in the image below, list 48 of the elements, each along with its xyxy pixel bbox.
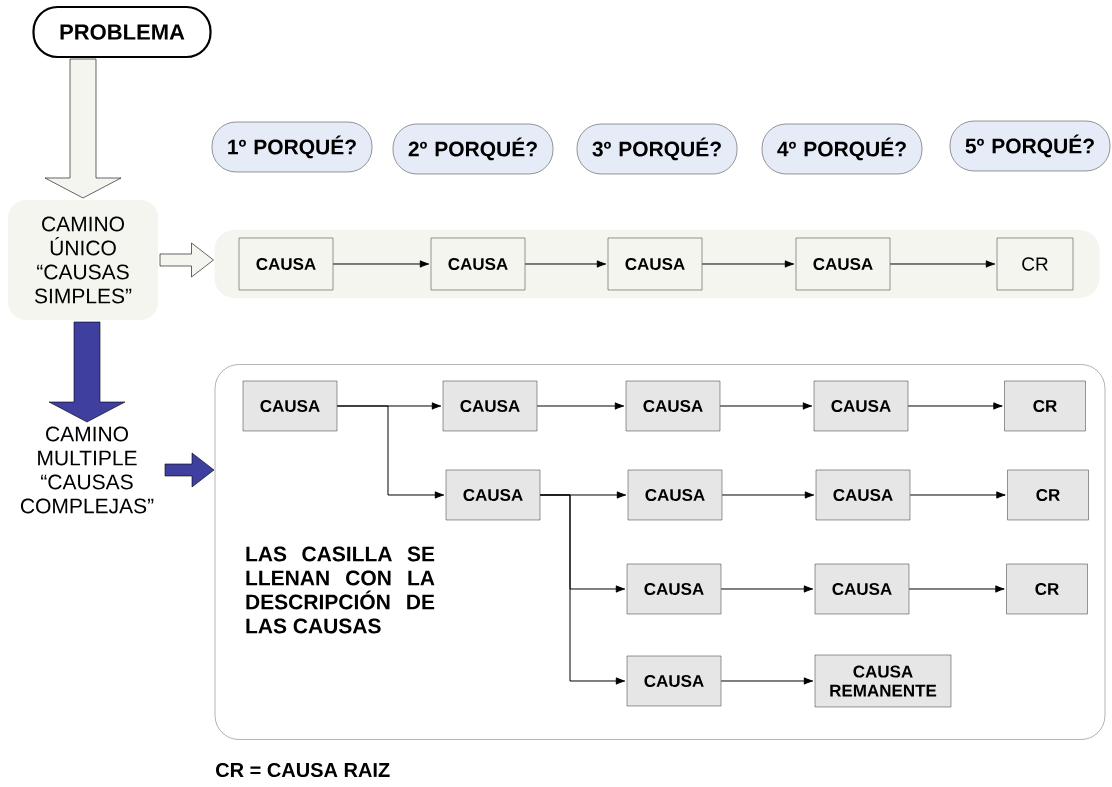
cause-box: CAUSA: [445, 469, 541, 521]
arrow: [336, 405, 445, 499]
question-pill: 5º PORQUÉ?: [949, 120, 1111, 172]
arrow: [332, 260, 430, 268]
note-text: LAS CASILLA SE LLENAN CON LA DESCRIPCIÓN DE LAS CAUSAS: [246, 546, 435, 634]
arrow: [524, 260, 607, 268]
label-box: CAMINO ÚNICO “CAUSAS SIMPLES”: [8, 200, 158, 320]
legend-note: CR = CAUSA RAIZ: [216, 762, 390, 778]
start-pill: PROBLEMA: [32, 5, 212, 59]
cause-box: CR: [1006, 563, 1088, 615]
cause-box: CAUSA: [626, 655, 722, 707]
cause-box: CAUSA: [626, 563, 722, 615]
block-arrow: [164, 452, 215, 488]
arrow: [909, 491, 1006, 499]
arrow: [907, 402, 1003, 410]
cause-box: CAUSA: [813, 380, 909, 432]
cause-box: CAUSA: [242, 380, 338, 432]
cause-box: CAUSA: [625, 380, 721, 432]
cause-box: CAUSA: [814, 563, 910, 615]
container-box: [214, 364, 1106, 740]
question-pill: 3º PORQUÉ?: [576, 123, 738, 175]
cause-box: CR: [1007, 469, 1089, 521]
arrow: [719, 402, 813, 410]
block-arrow: [44, 58, 122, 199]
question-pill: 1º PORQUÉ?: [211, 121, 373, 173]
arrow: [720, 677, 814, 685]
arrow: [701, 260, 795, 268]
cause-box: CR: [1004, 380, 1086, 432]
cause-box: CR: [996, 237, 1074, 291]
cause-box: CAUSA: [430, 237, 526, 291]
cause-box: CAUSA: [627, 469, 723, 521]
arrow: [539, 494, 626, 685]
cause-box: CAUSA: [607, 237, 703, 291]
cause-box: CAUSA REMANENTE: [814, 654, 952, 708]
question-pill: 4º PORQUÉ?: [761, 123, 923, 175]
cause-box: CAUSA: [815, 469, 911, 521]
arrow: [721, 491, 815, 499]
arrow: [720, 585, 814, 593]
block-arrow: [48, 321, 126, 423]
cause-box: CAUSA: [795, 237, 891, 291]
arrow: [908, 585, 1005, 593]
arrow: [536, 402, 625, 410]
question-pill: 2º PORQUÉ?: [392, 123, 554, 175]
block-arrow: [159, 242, 214, 278]
cause-box: CAUSA: [238, 237, 334, 291]
arrow: [889, 260, 996, 268]
path-label: CAMINO MULTIPLE “CAUSAS COMPLEJAS”: [21, 426, 154, 514]
cause-box: CAUSA: [442, 380, 538, 432]
